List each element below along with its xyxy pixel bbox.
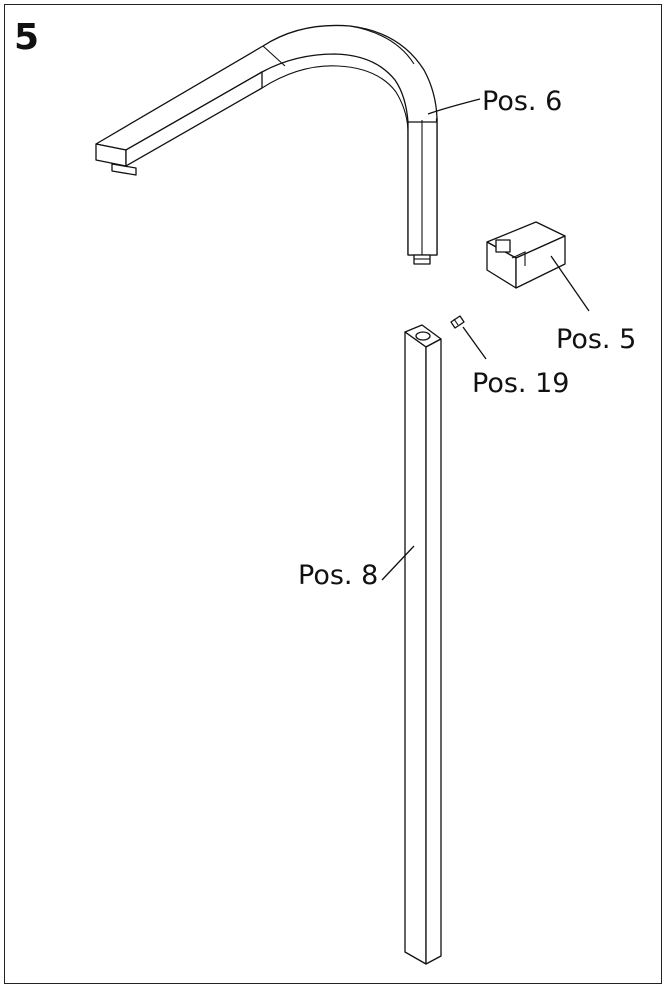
label-pos5: Pos. 5 — [556, 324, 636, 355]
curved-arm-inner-edge — [261, 65, 409, 131]
label-pos8: Pos. 8 — [298, 560, 378, 591]
leg-post-front-face — [404, 331, 427, 965]
arm-foot-glide — [111, 163, 137, 176]
connector-box-slot-detail — [511, 251, 526, 266]
screw-body — [450, 315, 465, 329]
screw-part — [450, 315, 465, 329]
leg-post-side-face — [425, 338, 442, 965]
step-frame — [4, 4, 662, 984]
curved-arm-outer-edge — [349, 25, 415, 65]
leader-pos5 — [550, 255, 590, 312]
curved-arm-section-line-1 — [262, 45, 286, 67]
leader-pos8 — [381, 545, 415, 581]
leader-pos6 — [427, 98, 481, 115]
leader-pos19 — [462, 326, 487, 360]
label-pos6: Pos. 6 — [482, 86, 562, 117]
leg-post-part — [404, 324, 442, 965]
leg-post-screw-hole — [415, 331, 431, 341]
connector-box-slot — [495, 239, 511, 253]
connector-box-side-face — [515, 235, 566, 289]
curved-arm-part — [95, 24, 438, 265]
screw-thread — [453, 318, 459, 326]
step-number: 5 — [14, 17, 40, 58]
label-pos19: Pos. 19 — [472, 368, 569, 399]
connector-box-part — [486, 221, 566, 289]
